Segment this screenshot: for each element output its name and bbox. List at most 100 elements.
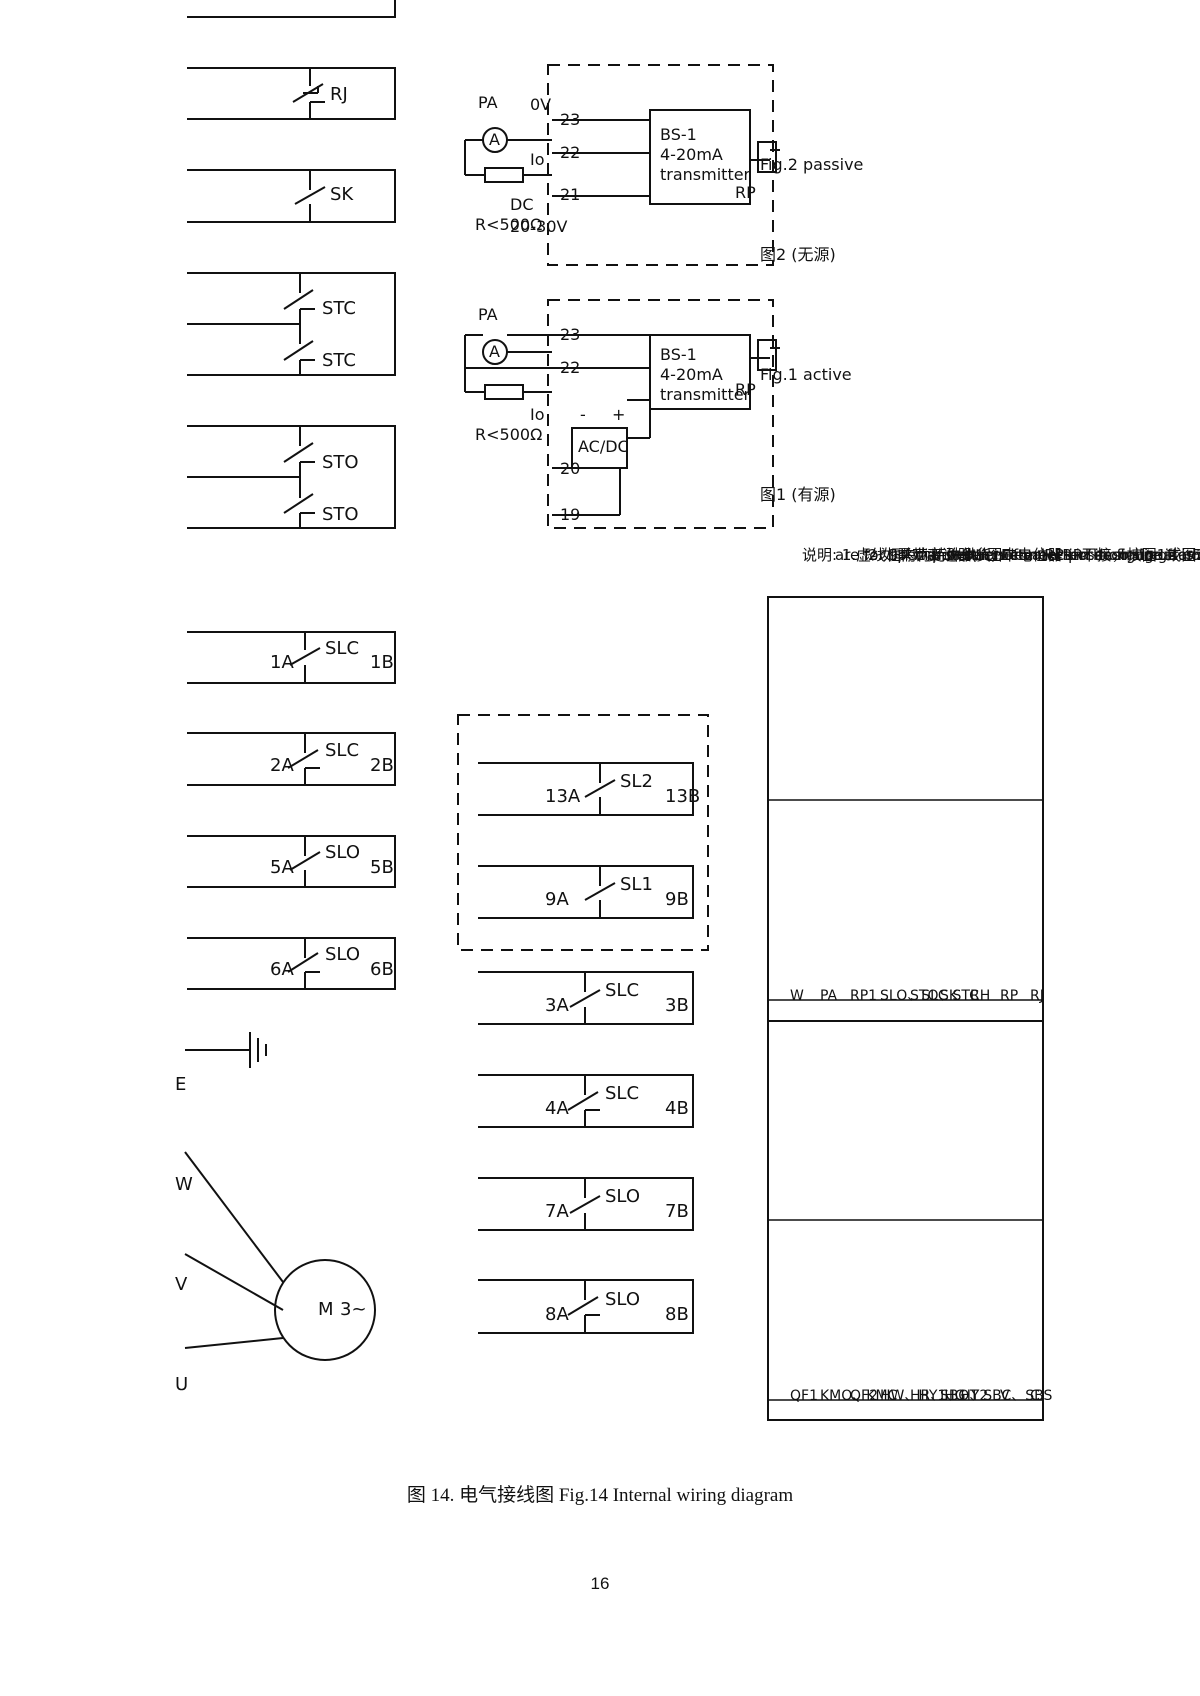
fig2-dc-label: DC	[510, 195, 534, 214]
table-left-row-6: SBO、SBC、SBS	[940, 1388, 1053, 1404]
fig1-terminal-22: 22	[560, 358, 580, 377]
fig2-transmitter-range: 4-20mA	[660, 145, 723, 164]
table-left-row-4: HW、HY1、HY2	[880, 1388, 988, 1404]
table-right-row-11: PA	[820, 988, 838, 1004]
label-2a: 2A	[270, 755, 294, 776]
fig2-caption-zh: 图2 (无源)	[760, 245, 836, 264]
fig1-transmitter-type: transmitter	[660, 385, 751, 404]
fig1-pa-label: PA	[478, 305, 498, 324]
motor-label: M	[318, 1299, 334, 1320]
motor-phase: 3~	[340, 1299, 367, 1320]
table-right-row-14: STO、STC	[910, 988, 979, 1004]
table-right-row-16: RH	[970, 988, 990, 1004]
table-left-row-3: QF2	[850, 1388, 878, 1404]
terminal-v: V	[175, 1274, 188, 1295]
label-l4-slc: SLC	[605, 980, 639, 1001]
table-left-row-9: C	[1030, 1388, 1040, 1404]
fig1-labels: AC/DC + - BS-1 4-20mA transmitter RP PA …	[475, 305, 852, 524]
fig2-terminal-21: 21	[560, 185, 580, 204]
label-sto-2: STO	[322, 452, 359, 473]
label-5a: 5A	[270, 857, 294, 878]
label-3b: 3B	[665, 995, 689, 1016]
fig1-frame	[547, 299, 774, 529]
fig2-caption-en: Fig.2 passive	[760, 155, 863, 174]
table-left-row-2: KMO、KMC	[820, 1388, 898, 1404]
table-left-row-7: T	[969, 1388, 979, 1404]
page-number: 16	[590, 1574, 610, 1593]
table-right-row-15: SK	[940, 988, 959, 1004]
figure-caption: 图 14. 电气接线图 Fig.14 Internal wiring diagr…	[406, 1485, 794, 1506]
label-7a: 7A	[545, 1201, 569, 1222]
fig1-terminal-23: 23	[560, 325, 580, 344]
terminal-labels: U V W E	[175, 1074, 193, 1395]
special-order-frame	[457, 714, 709, 951]
label-4b: 4B	[665, 1098, 689, 1119]
terminal-w: W	[175, 1174, 193, 1195]
fig1-terminal-19: 19	[560, 505, 580, 524]
label-6b: 6B	[370, 959, 394, 980]
label-7b: 7B	[665, 1201, 689, 1222]
label-sk: SK	[330, 184, 354, 205]
fig2-terminal-23: 23	[560, 110, 580, 129]
label-sto-1: STO	[322, 504, 359, 525]
fig2-resistor-label: R<500Ω	[475, 215, 542, 234]
label-1b: 1B	[370, 652, 394, 673]
fig2-labels: BS-1 4-20mA transmitter RP PA A R<500Ω D…	[475, 93, 863, 264]
fig2-terminal-22: 22	[560, 143, 580, 162]
table-right-row-17: RP	[1000, 988, 1018, 1004]
label-8b: 8B	[665, 1304, 689, 1325]
label-c5-slc: SLC	[325, 740, 359, 761]
table-left-row-8: V	[1000, 1388, 1010, 1404]
notes: 说明: 1.虚线框内为特殊供货; Elements in dash line f…	[802, 546, 1200, 564]
fig2-rp-label: RP	[735, 183, 756, 202]
component-labels: 6A SLO 6B 5A SLO 5B 2A SLC 2B 1A SLC 1B …	[270, 84, 394, 980]
label-c3-slo: SLO	[325, 842, 360, 863]
label-1a: 1A	[270, 652, 294, 673]
parts-table: QF1 KMO、KMC QF2 HW、HY1、HY2 HR、HG SBO、SBC…	[790, 988, 1053, 1404]
fig1-transmitter-range: 4-20mA	[660, 365, 723, 384]
label-9b: 9B	[665, 889, 689, 910]
label-l1-slo: SLO	[605, 1289, 640, 1310]
label-6a: 6A	[270, 959, 294, 980]
fig2-transmitter-type: transmitter	[660, 165, 751, 184]
note-line-2: are for special order.	[835, 546, 990, 564]
note-line-5: potentiometer RP in the figure is not co…	[932, 546, 1200, 564]
fig1-plus-sign: +	[612, 405, 625, 424]
table-right-row-10: W	[790, 988, 804, 1004]
fig1-transmitter-name: BS-1	[660, 345, 697, 364]
label-8a: 8A	[545, 1304, 569, 1325]
lower-component-labels: 8A SLO 8B 7A SLO 7B 4A SLC 4B 3A SLC 3B …	[545, 771, 700, 1325]
fig1-resistor-label: R<500Ω	[475, 425, 542, 444]
label-d2-sl2: SL2	[620, 771, 653, 792]
label-rj: RJ	[330, 84, 348, 105]
fig2-zero-volt: 0V	[530, 95, 551, 114]
label-13b: 13B	[665, 786, 700, 807]
label-13a: 13A	[545, 786, 581, 807]
note-line-4: If transmitter of valve position signal …	[900, 546, 1200, 564]
label-stc-1: STC	[322, 350, 356, 371]
terminal-e: E	[175, 1074, 186, 1095]
label-2b: 2B	[370, 755, 394, 776]
motor-circle	[274, 1259, 376, 1361]
table-right-row-18: RJ	[1030, 988, 1044, 1004]
label-c1-slo: SLO	[325, 944, 360, 965]
table-right-row-13: SLO、SLC	[880, 988, 948, 1004]
fig1-rp-label: RP	[735, 380, 756, 399]
fig2-current-label: Io	[530, 150, 545, 169]
fig1-minus-sign: -	[580, 405, 586, 424]
label-5b: 5B	[370, 857, 394, 878]
fig1-caption-zh: 图1 (有源)	[760, 485, 836, 504]
fig2-transmitter-name: BS-1	[660, 125, 697, 144]
fig1-terminal-20: 20	[560, 459, 580, 478]
label-4a: 4A	[545, 1098, 569, 1119]
fig2-dc-voltage: 20-30V	[510, 217, 567, 236]
parts-table-frame	[767, 596, 1044, 1421]
fig1-acdc-label: AC/DC	[578, 437, 629, 456]
table-left-row-5: HR、HG	[910, 1388, 966, 1404]
label-stc-2: STC	[322, 298, 356, 319]
table-left-row-1: QF1	[790, 1388, 818, 1404]
label-l3-slc: SLC	[605, 1083, 639, 1104]
note-line-6: but is connected according to Fig.1 or F…	[964, 546, 1200, 564]
fig1-ammeter-symbol: A	[489, 342, 500, 361]
label-3a: 3A	[545, 995, 569, 1016]
